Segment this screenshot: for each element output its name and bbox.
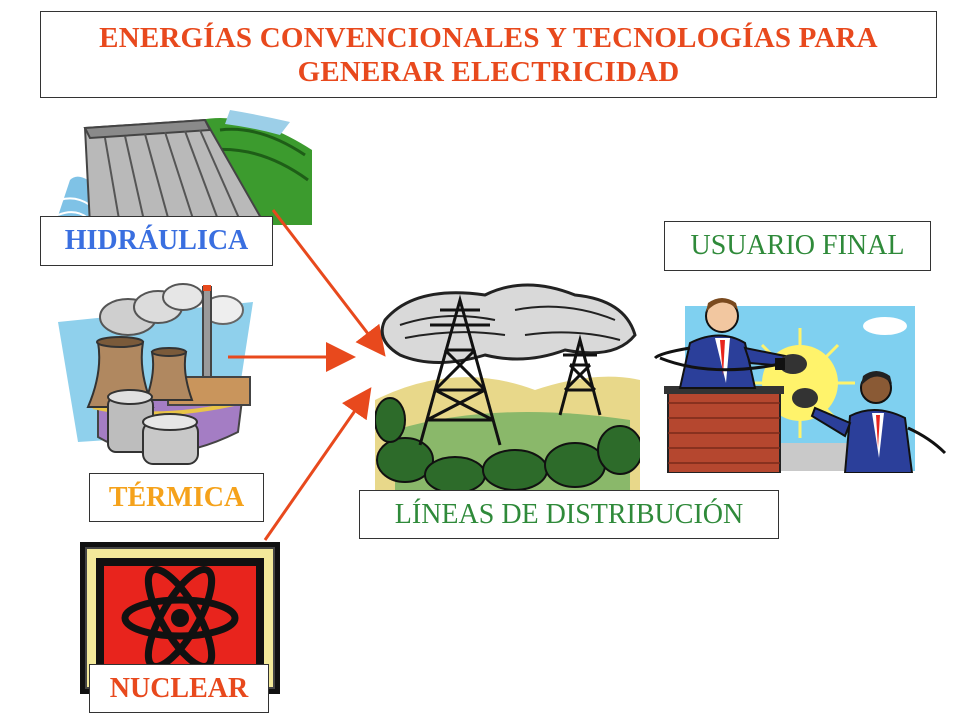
title-line-2: GENERAR ELECTRICIDAD: [297, 55, 680, 88]
source-label-termica: TÉRMICA: [89, 473, 264, 522]
businessmen-plug-icon: [650, 288, 950, 473]
end-user-label: USUARIO FINAL: [664, 221, 931, 271]
source-label-hidraulica: HIDRÁULICA: [40, 216, 273, 266]
nuclear-text: NUCLEAR: [109, 672, 249, 704]
hidraulica-text: HIDRÁULICA: [64, 225, 249, 256]
dam-icon: [50, 110, 320, 225]
source-label-nuclear: NUCLEAR: [89, 664, 269, 713]
distribution-text: LÍNEAS DE DISTRIBUCIÓN: [394, 498, 744, 530]
power-plant-icon: [58, 282, 258, 472]
transmission-tower-icon: [375, 280, 640, 490]
title-line-1: ENERGÍAS CONVENCIONALES Y TECNOLOGÍAS PA…: [99, 21, 878, 54]
title-box: ENERGÍAS CONVENCIONALES Y TECNOLOGÍAS PA…: [40, 11, 937, 98]
distribution-label: LÍNEAS DE DISTRIBUCIÓN: [359, 490, 779, 539]
arrow-nuclear: [263, 387, 372, 541]
termica-text: TÉRMICA: [108, 481, 245, 513]
end-user-text: USUARIO FINAL: [690, 230, 905, 261]
arrow-hidraulica: [271, 209, 386, 357]
